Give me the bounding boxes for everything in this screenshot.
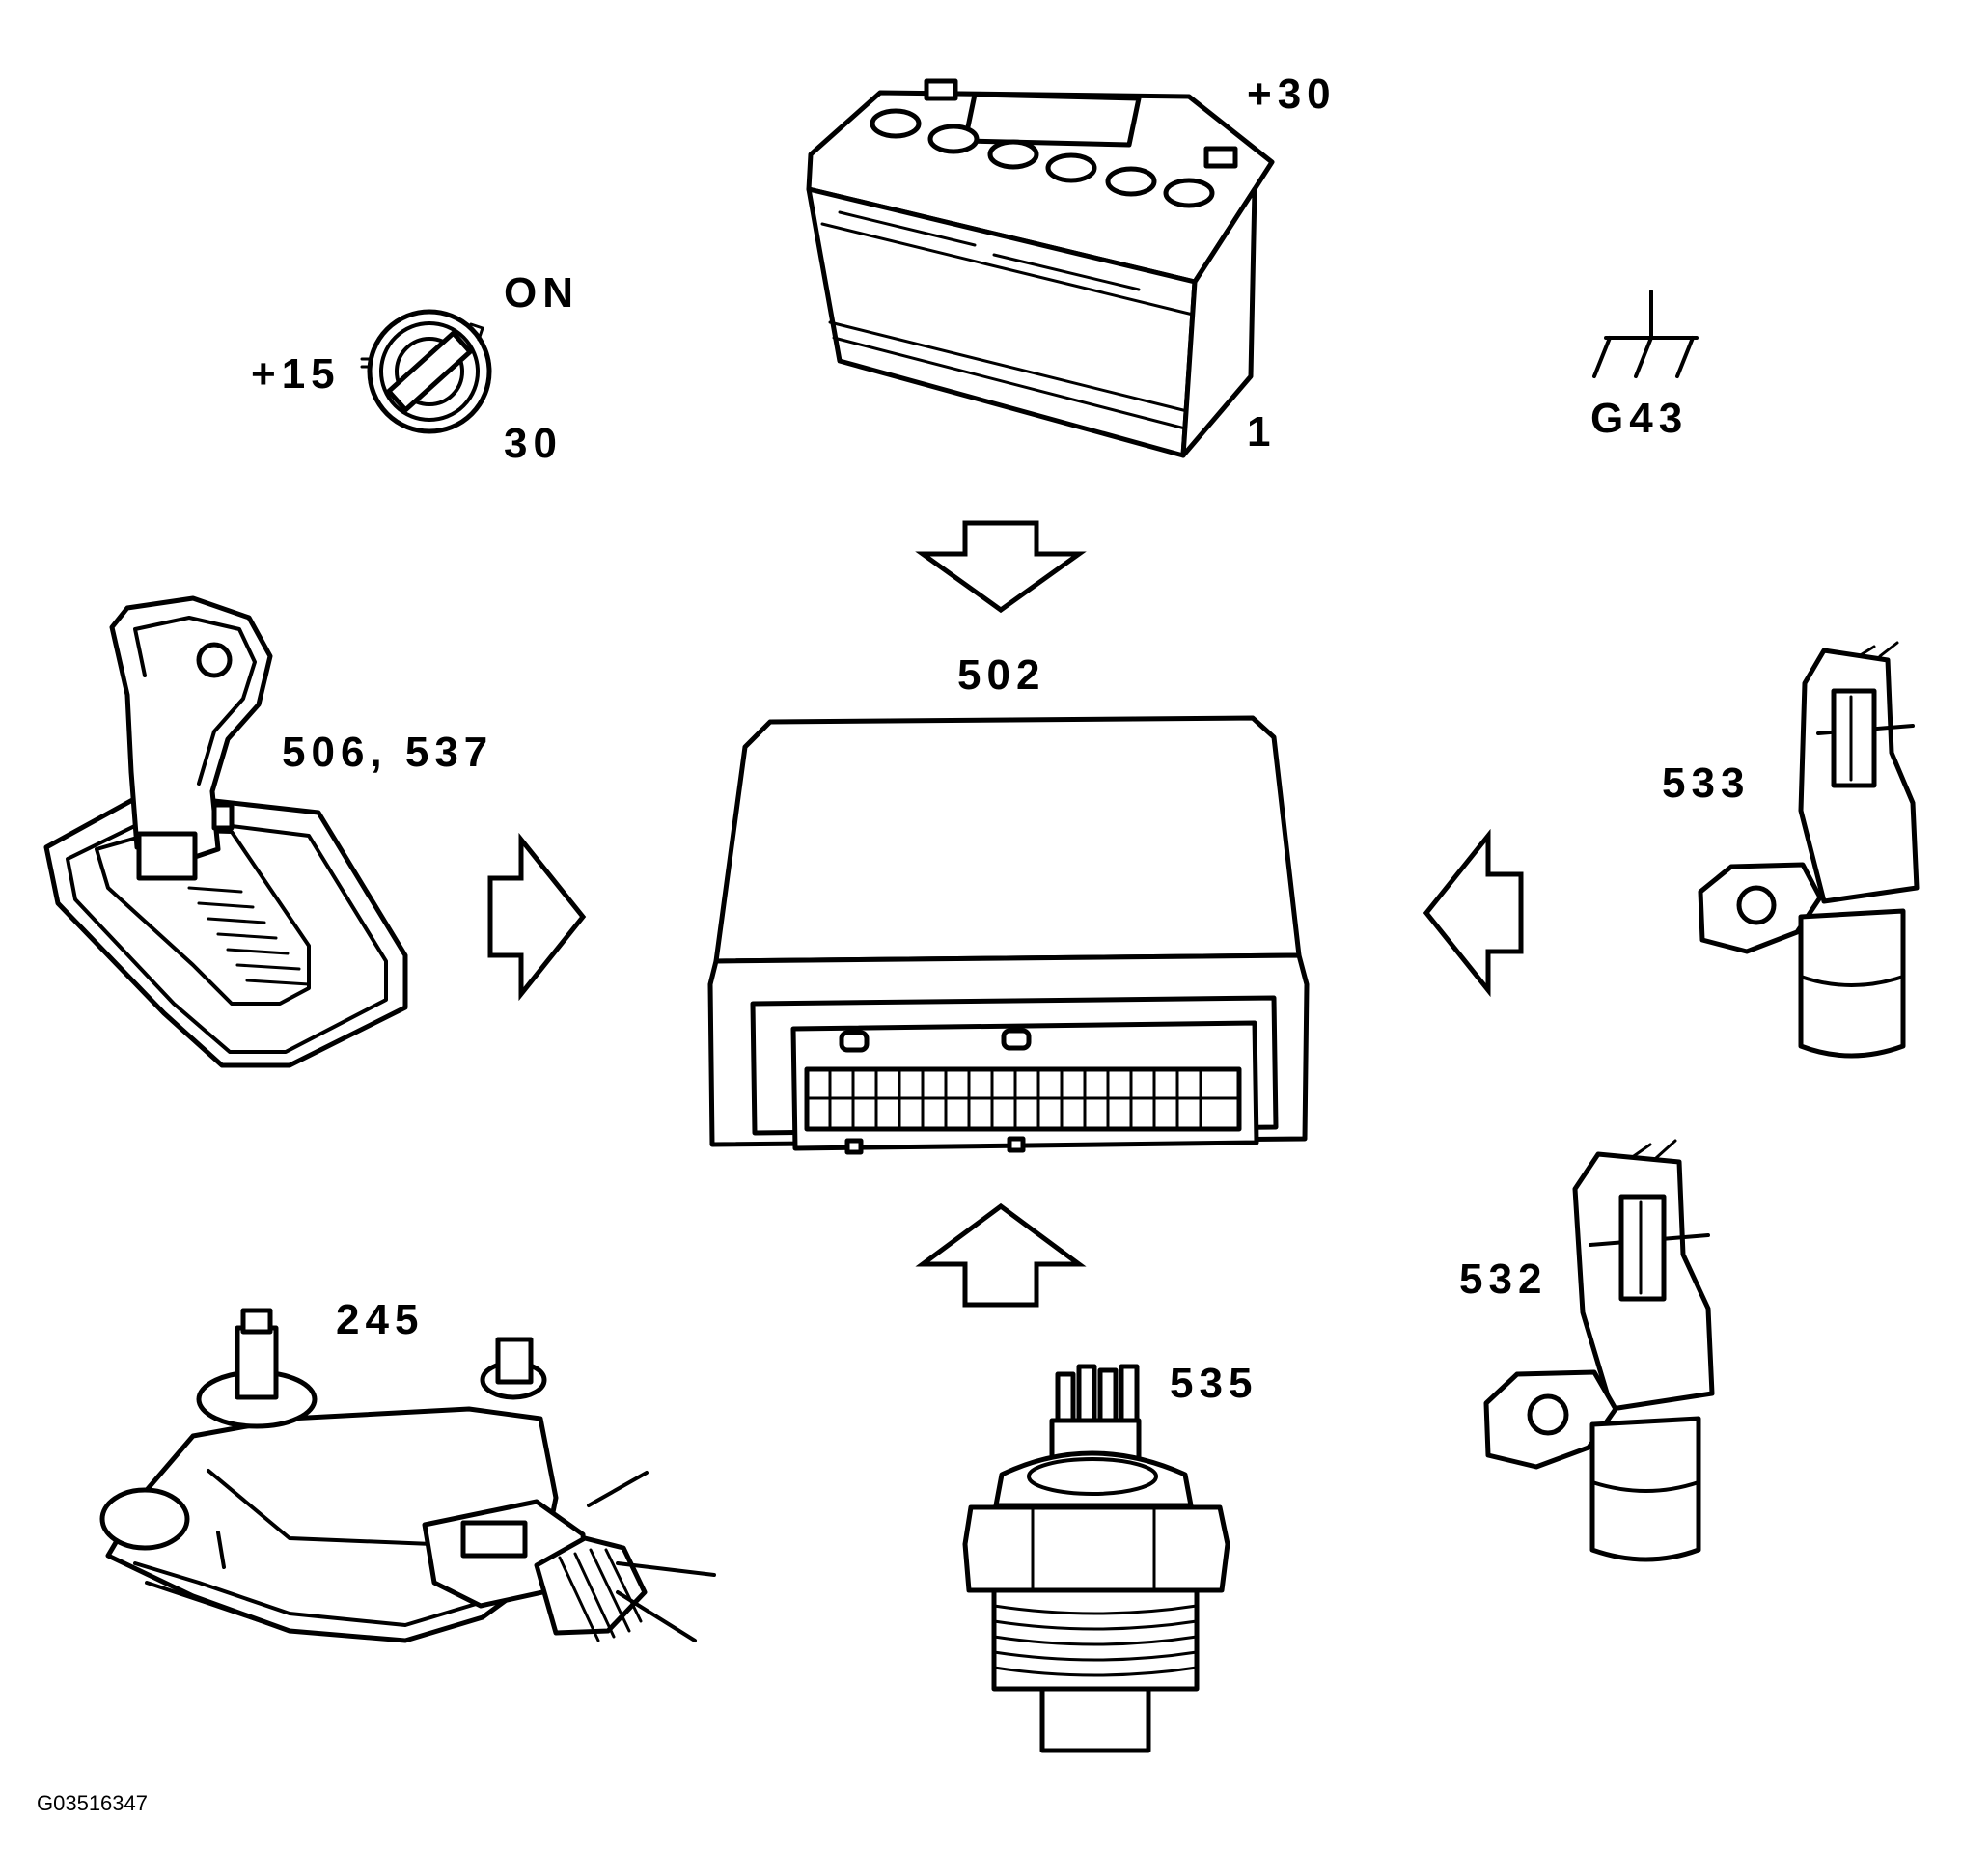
arrow-down-icon [915,520,1087,614]
battery-terminal-label: +30 [1247,70,1337,118]
range-switch-label: 245 [336,1296,424,1343]
control-module-illustration [707,715,1310,1155]
control-module-label: 502 [957,651,1045,699]
speed-sensor-533-illustration [1698,641,1920,1059]
ground-symbol-icon [1592,290,1699,378]
range-switch-illustration [99,1308,716,1643]
ignition-on-label: ON [504,269,579,317]
selector-lever-illustration [43,595,408,1068]
battery-illustration [806,78,1275,458]
ignition-switch-icon [360,309,492,434]
figure-id-label: G03516347 [37,1791,148,1815]
arrow-right-icon [487,832,587,1002]
temperature-sensor-illustration [962,1364,1230,1753]
speed-sensor-lower-label: 532 [1459,1255,1547,1303]
ignition-terminal-30-label: 30 [504,420,563,467]
temperature-sensor-label: 535 [1170,1360,1257,1407]
ignition-terminal-15-label: +15 [251,350,341,398]
ground-point-label: G43 [1590,395,1688,442]
selector-lever-label: 506, 537 [282,729,493,776]
arrow-up-icon [915,1202,1087,1308]
speed-sensor-upper-label: 533 [1662,759,1750,807]
battery-number-label: 1 [1247,408,1276,455]
speed-sensor-532-illustration [1483,1139,1715,1562]
arrow-left-icon [1423,828,1524,998]
